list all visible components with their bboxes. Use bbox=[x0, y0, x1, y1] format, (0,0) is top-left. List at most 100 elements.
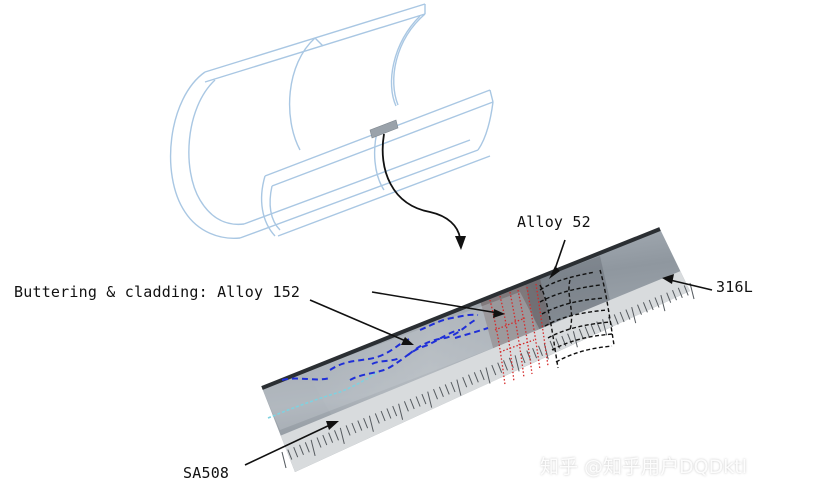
ruler-tick bbox=[392, 405, 398, 417]
buttering-arrowhead-1 bbox=[401, 337, 414, 345]
pipe-back-ring bbox=[393, 13, 426, 106]
alloy152-dotted-lines bbox=[489, 283, 549, 386]
ruler-tick bbox=[473, 372, 479, 383]
ruler-tick bbox=[538, 345, 543, 356]
ruler-tick bbox=[299, 444, 304, 455]
ruler-tick bbox=[444, 384, 450, 395]
ruler-tick bbox=[479, 369, 485, 381]
ruler-tick bbox=[421, 393, 427, 405]
ruler-tick bbox=[368, 415, 374, 432]
ruler-tick bbox=[572, 331, 578, 348]
pipe-upper-split bbox=[314, 37, 324, 47]
sa508-leader-line bbox=[244, 423, 333, 466]
watermark: 知乎 @知乎用户DQDktl bbox=[540, 456, 747, 478]
ruler-tick bbox=[415, 396, 421, 407]
ruler-tick bbox=[304, 442, 310, 453]
ruler-tick bbox=[654, 297, 660, 308]
ruler-tick bbox=[328, 432, 334, 443]
ruler-tick bbox=[683, 285, 689, 296]
leader-arrowheads bbox=[326, 266, 674, 430]
steel316l-label: 316L bbox=[716, 278, 753, 296]
ruler-tick bbox=[596, 321, 602, 332]
ruler-tick bbox=[602, 319, 608, 336]
ruler-tick bbox=[409, 398, 415, 410]
ruler-tick bbox=[619, 311, 625, 323]
ruler-tick bbox=[503, 360, 508, 371]
pipe-upper-top-edge-inner bbox=[204, 13, 426, 83]
ruler-tick bbox=[403, 401, 409, 412]
pipe-lower-front-arc bbox=[260, 175, 276, 237]
pipe-sketch bbox=[169, 3, 494, 239]
ruler-tick bbox=[334, 430, 339, 441]
ruler-tick bbox=[485, 367, 491, 384]
alloy52-arrowhead bbox=[549, 266, 560, 279]
ruler-tick bbox=[462, 377, 468, 388]
alloy52-dashed-lines bbox=[539, 269, 615, 369]
ruler-tick bbox=[497, 362, 503, 373]
ruler-tick bbox=[672, 290, 677, 301]
ruler-tick bbox=[363, 418, 369, 429]
ruler-tick bbox=[351, 422, 357, 434]
ruler-tick bbox=[287, 449, 293, 460]
ruler-tick bbox=[468, 374, 473, 385]
ruler-tick bbox=[316, 437, 322, 448]
ruler-tick bbox=[380, 410, 386, 422]
steel316l-leader-line bbox=[669, 279, 713, 291]
ruler-tick bbox=[532, 348, 538, 359]
steel316l-arrowhead bbox=[662, 274, 674, 284]
ruler-tick bbox=[520, 352, 526, 364]
weld-strip-highlight bbox=[369, 119, 399, 139]
pipe-lower-bottom-edge bbox=[239, 149, 479, 239]
buttering-leader-line-2 bbox=[371, 291, 499, 314]
ruler-tick bbox=[613, 314, 619, 325]
ruler-tick bbox=[637, 304, 642, 315]
ruler-tick bbox=[631, 306, 637, 324]
ruler-tick bbox=[293, 447, 299, 458]
weld-to-sample-arrow bbox=[381, 133, 461, 239]
ruler-tick bbox=[590, 323, 596, 335]
ruler-tick bbox=[456, 379, 462, 396]
buttering-cladding-label: Buttering & cladding: Alloy 152 bbox=[14, 283, 301, 301]
ruler-tick bbox=[660, 294, 666, 312]
ruler-tick bbox=[398, 403, 404, 420]
leader-arrows bbox=[244, 239, 713, 466]
buttering-dashed-lines bbox=[281, 313, 489, 381]
pipe-inner-left-arc bbox=[188, 79, 245, 226]
alloy52-leader-line bbox=[553, 239, 566, 273]
ruler-tick bbox=[322, 434, 328, 446]
ruler-tick bbox=[374, 413, 380, 424]
pipe-outer-left-arc bbox=[169, 71, 241, 239]
ruler-tick bbox=[433, 389, 438, 400]
ruler-tick bbox=[345, 425, 351, 436]
ruler-tick bbox=[491, 364, 497, 376]
ruler-tick bbox=[584, 326, 590, 337]
ruler-tick bbox=[578, 328, 584, 340]
ruler-tick bbox=[281, 451, 287, 469]
buttering-arrowhead-2 bbox=[493, 309, 505, 318]
ruler-tick bbox=[339, 427, 345, 445]
sa508-fusion-line bbox=[267, 371, 379, 419]
pipe-back-ring-inner bbox=[390, 15, 421, 107]
ruler-tick bbox=[386, 408, 392, 419]
alloy52-label: Alloy 52 bbox=[517, 213, 591, 231]
buttering-leader-line-1 bbox=[309, 299, 409, 343]
ruler-tick bbox=[648, 299, 654, 311]
sample-top-edge bbox=[261, 227, 661, 390]
ruler-tick bbox=[438, 386, 444, 397]
sa508-label: SA508 bbox=[183, 464, 230, 482]
ruler-tick bbox=[427, 391, 433, 408]
pipe-middle-ring bbox=[288, 37, 316, 151]
ruler-strip bbox=[270, 268, 690, 472]
ruler-tick bbox=[625, 309, 631, 320]
sa508-arrowhead bbox=[326, 421, 339, 430]
ruler-tick bbox=[666, 292, 672, 303]
pipe-lower-front-arc-inner bbox=[269, 185, 281, 231]
pipe-lower-bottom-edge-2 bbox=[277, 155, 491, 237]
ruler-tick bbox=[677, 287, 683, 298]
ruler-tick bbox=[450, 381, 456, 393]
ruler-tick bbox=[642, 302, 648, 313]
pipe-lower-inner-line bbox=[243, 139, 471, 225]
pipe-lower-right-curve bbox=[477, 101, 494, 151]
sample-photo bbox=[261, 227, 695, 472]
